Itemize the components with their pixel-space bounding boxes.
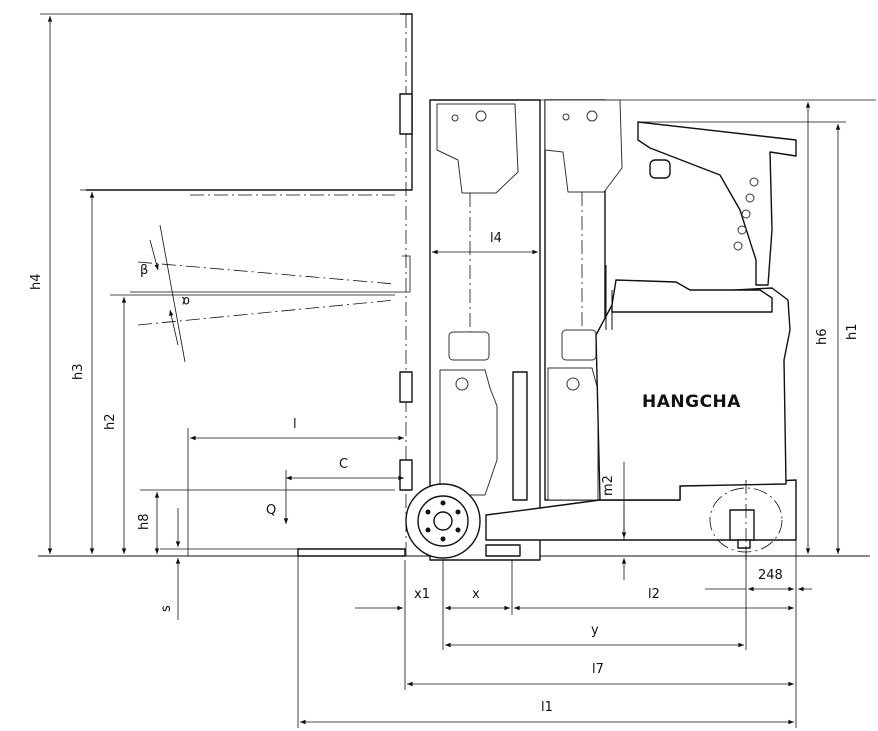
mast-pin bbox=[566, 377, 580, 391]
front-wheel-hub bbox=[433, 511, 453, 531]
tilt-fork-level bbox=[130, 255, 411, 293]
mast-pulley bbox=[561, 329, 597, 361]
label-x: x bbox=[472, 587, 480, 602]
fork-heel-upper bbox=[399, 371, 413, 403]
mast-lower-rail bbox=[512, 371, 528, 501]
fork-heel-lower bbox=[399, 459, 413, 491]
label-q: Q bbox=[266, 503, 276, 518]
label-c: C bbox=[339, 457, 348, 472]
label-l4: l4 bbox=[490, 231, 502, 246]
label-l: l bbox=[293, 417, 297, 432]
carriage-pin bbox=[455, 377, 469, 391]
label-y: y bbox=[591, 623, 599, 638]
bolt bbox=[451, 114, 459, 122]
wheel-bolt bbox=[455, 527, 461, 533]
guard-slot bbox=[741, 209, 751, 219]
bolt bbox=[562, 113, 570, 121]
raised-carriage-bracket bbox=[399, 93, 413, 135]
mast-top-plate bbox=[544, 99, 623, 193]
wheel-bolt bbox=[455, 509, 461, 515]
wheel-bolt bbox=[440, 536, 446, 542]
chain-pulley bbox=[448, 331, 490, 361]
mast bbox=[399, 99, 623, 561]
label-x1: x1 bbox=[414, 587, 430, 602]
bolt bbox=[475, 110, 487, 122]
overhead-guard bbox=[637, 121, 797, 286]
bolt bbox=[586, 110, 598, 122]
lever-handle bbox=[649, 159, 671, 179]
label-h8: h8 bbox=[137, 513, 152, 530]
label-alpha: α bbox=[181, 293, 190, 308]
label-248: 248 bbox=[758, 568, 783, 583]
fork-blade bbox=[297, 548, 406, 557]
dimension-labels: h4 h3 h2 h8 s m2 h6 h1 l C Q l4 x1 x l2 … bbox=[29, 231, 860, 715]
rear-caster bbox=[737, 539, 751, 549]
label-h1: h1 bbox=[845, 323, 860, 340]
reference-lines bbox=[38, 13, 876, 728]
guard-slot bbox=[733, 241, 743, 251]
guard-slot bbox=[737, 225, 747, 235]
label-l7: l7 bbox=[592, 662, 604, 677]
brand-logo: HANGCHA bbox=[642, 392, 741, 412]
tilted-fork bbox=[130, 224, 411, 363]
label-l2: l2 bbox=[648, 587, 660, 602]
wheel-bolt bbox=[425, 527, 431, 533]
beta-arrow bbox=[149, 239, 159, 271]
label-h6: h6 bbox=[815, 328, 830, 345]
label-h3: h3 bbox=[71, 363, 86, 380]
label-beta: β bbox=[140, 263, 148, 278]
tilt-down-line bbox=[137, 299, 396, 326]
raised-fork-arm bbox=[86, 13, 413, 191]
wheel-bolt bbox=[440, 500, 446, 506]
tilt-arc-guide bbox=[159, 224, 186, 363]
hand-grip bbox=[605, 265, 613, 330]
label-h2: h2 bbox=[103, 413, 118, 430]
top-cover bbox=[611, 279, 773, 313]
guard-slot bbox=[745, 193, 755, 203]
base-bracket bbox=[485, 544, 521, 557]
guard-slot bbox=[749, 177, 759, 187]
label-h4: h4 bbox=[29, 273, 44, 290]
truck-body: HANGCHA bbox=[297, 121, 797, 560]
label-m2: m2 bbox=[601, 475, 616, 496]
rear-step bbox=[729, 509, 755, 541]
label-l1: l1 bbox=[541, 700, 553, 715]
lower-carriage bbox=[439, 369, 498, 496]
alpha-arrow bbox=[169, 309, 179, 346]
raised-carriage-plate bbox=[436, 103, 519, 194]
wheel-bolt bbox=[425, 509, 431, 515]
dimension-arrows bbox=[47, 16, 841, 725]
tilt-up-line bbox=[137, 261, 396, 285]
label-s: s bbox=[159, 605, 174, 612]
